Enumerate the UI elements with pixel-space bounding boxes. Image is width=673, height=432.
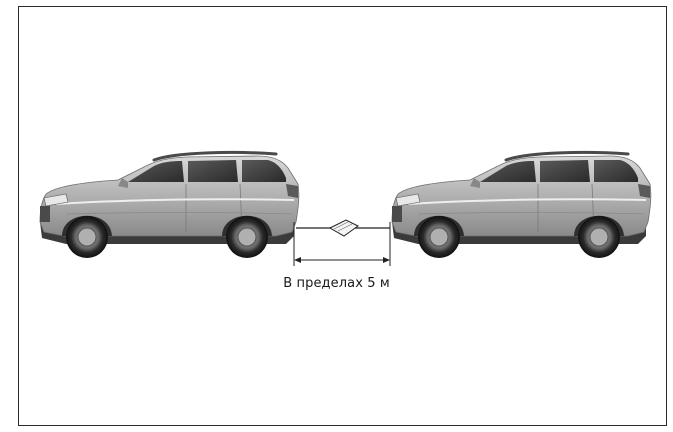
right-vehicle xyxy=(390,150,653,260)
distance-label: В пределах 5 м xyxy=(283,276,390,291)
left-vehicle xyxy=(38,150,301,260)
arrow-right-icon xyxy=(383,257,390,263)
distance-dimension xyxy=(293,222,391,266)
warning-flag-icon xyxy=(328,219,359,237)
distance-caption: В пределах 5 м xyxy=(0,276,673,291)
arrow-left-icon xyxy=(294,257,301,263)
